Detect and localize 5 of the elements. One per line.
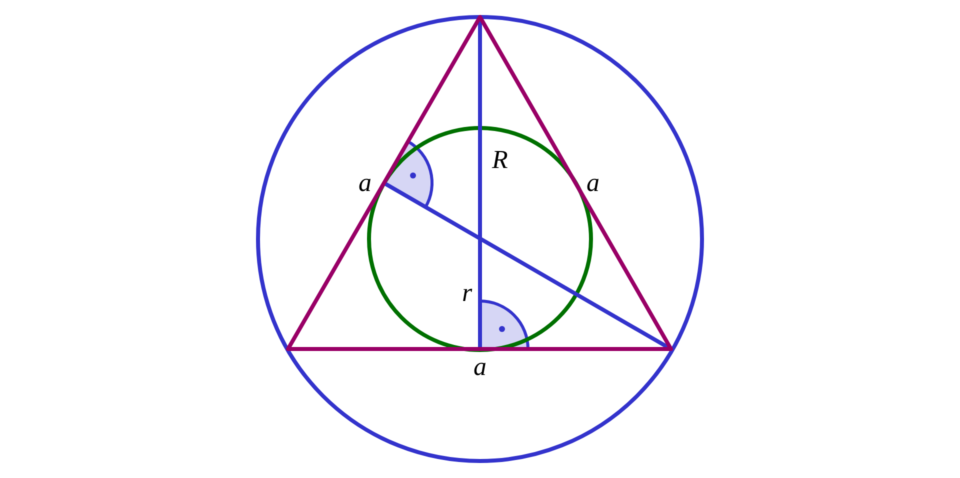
geometry-label: r [462,280,472,306]
geometry-label: a [474,354,486,380]
geometry-label: a [586,170,600,196]
geometry-label: a [358,170,372,196]
geometry-label: R [492,147,508,173]
